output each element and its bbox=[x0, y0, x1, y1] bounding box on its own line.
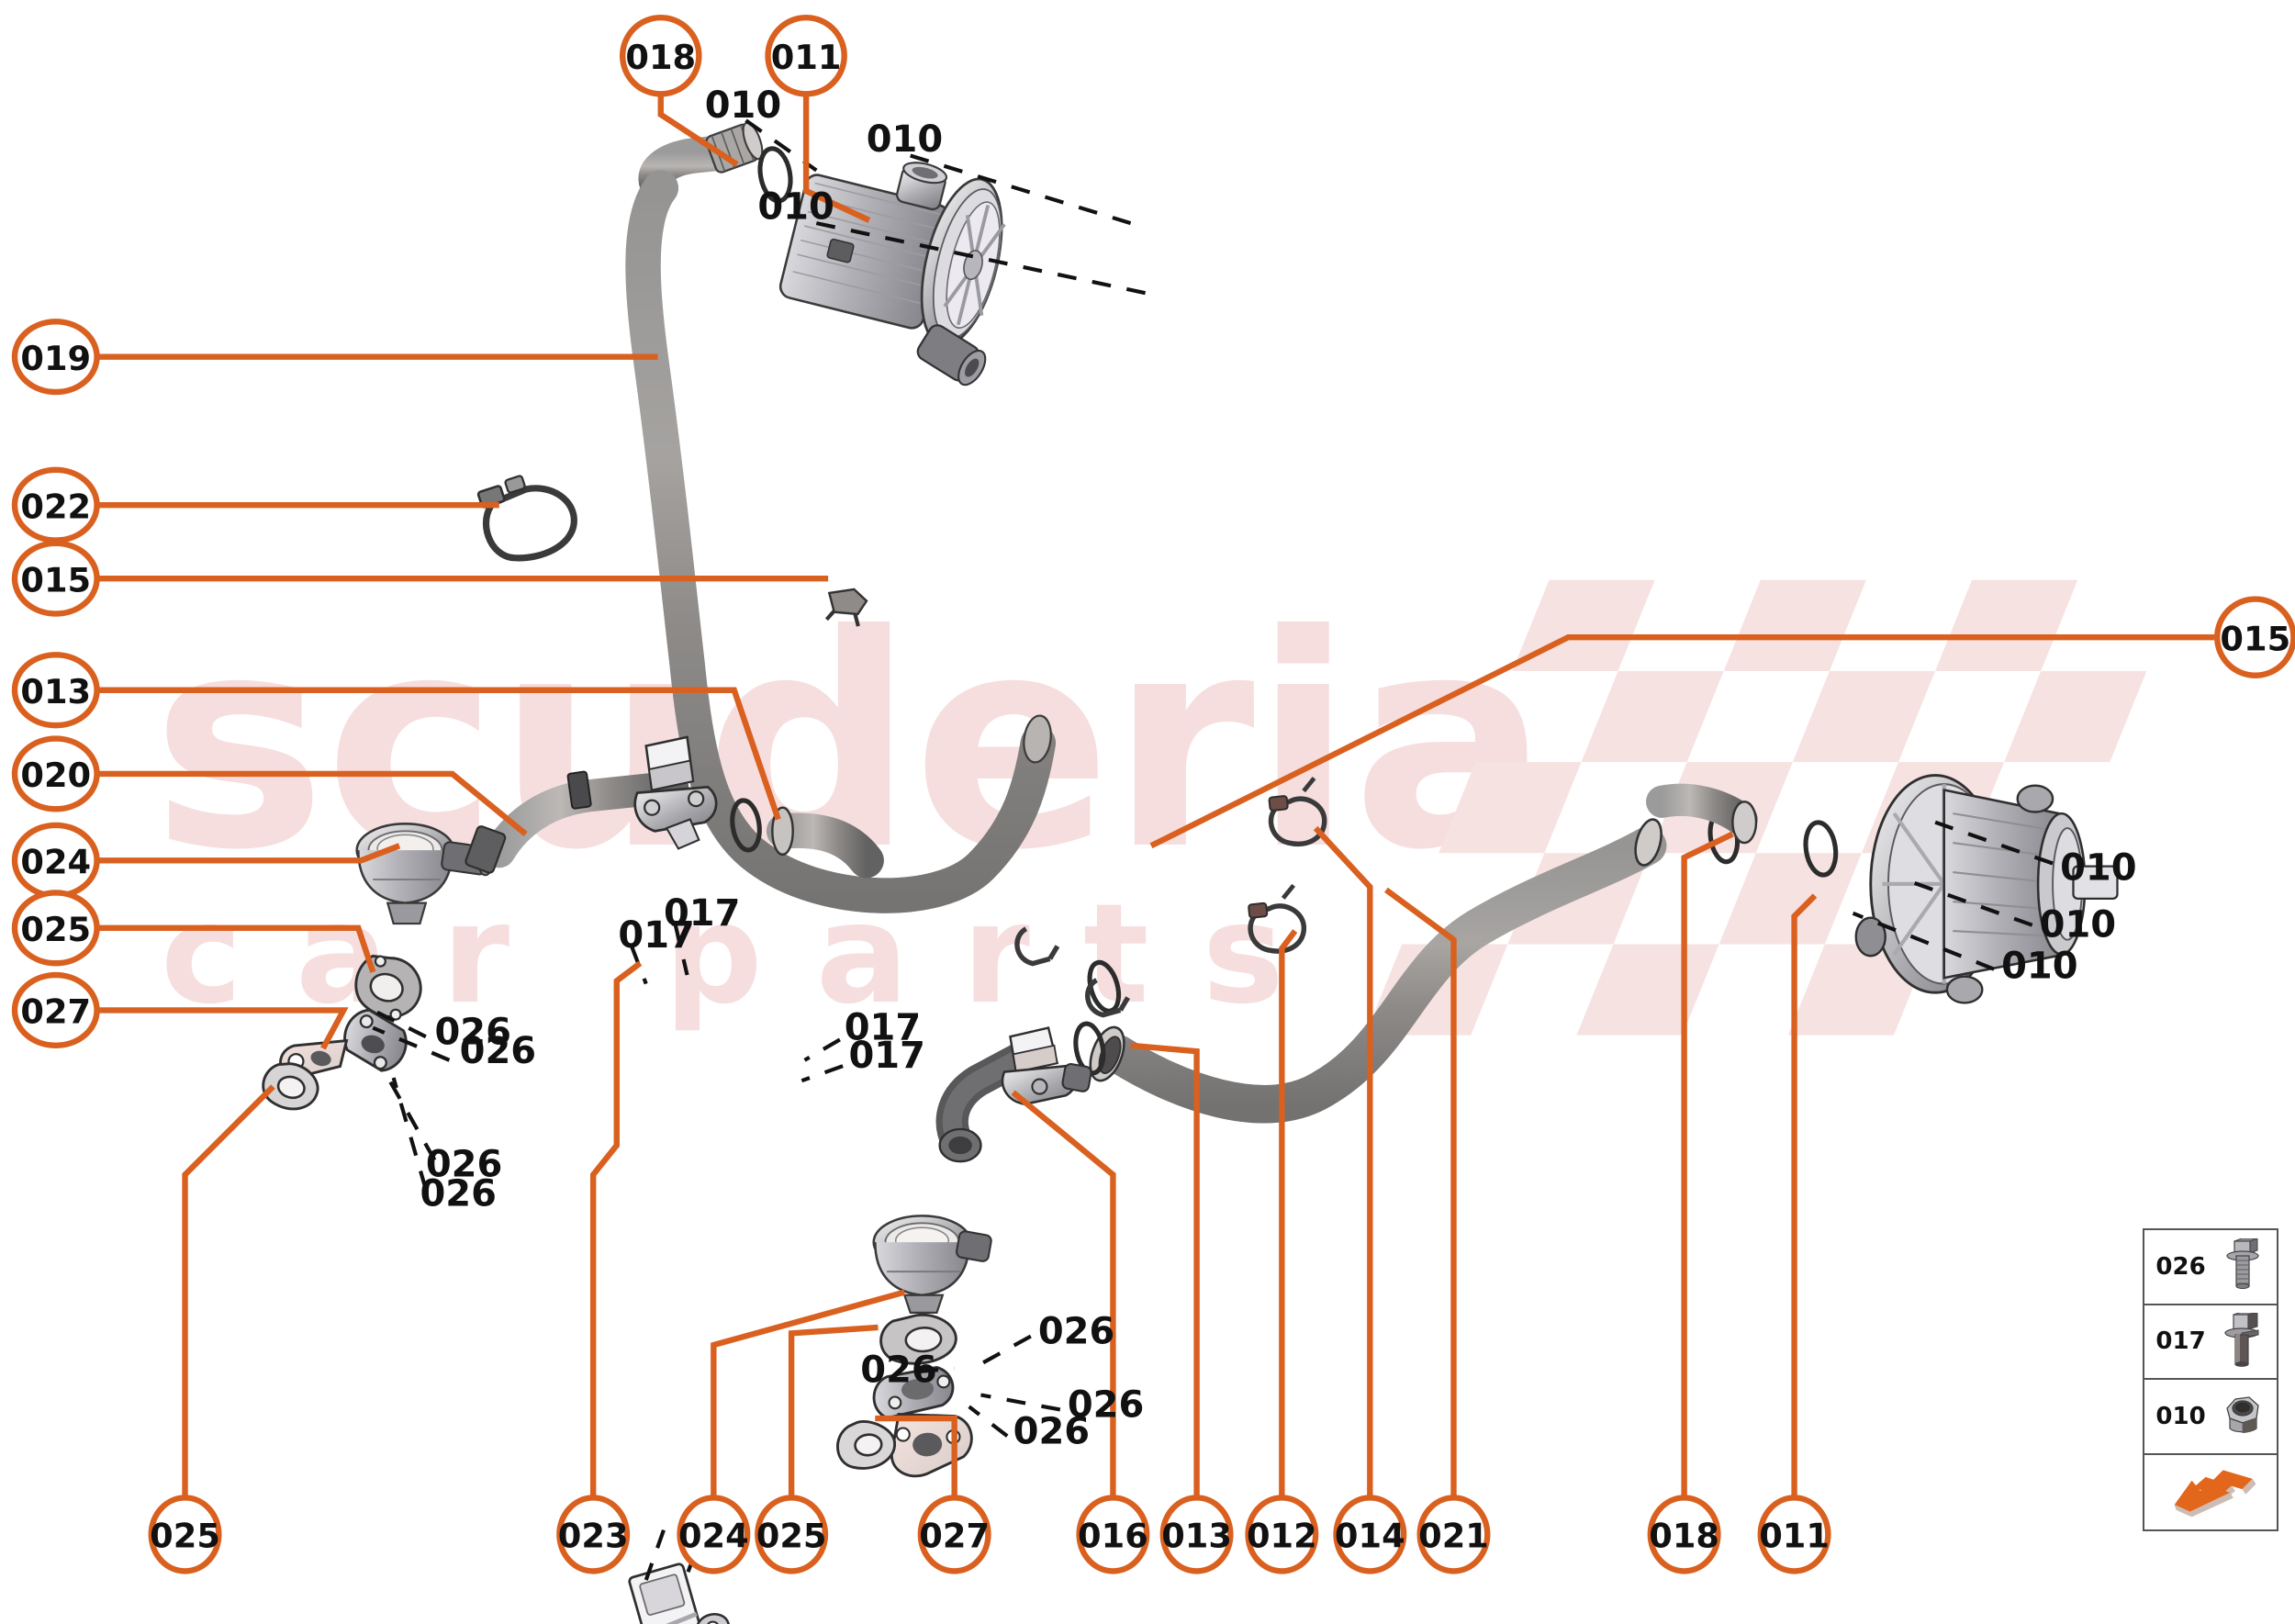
callout-018-top[interactable] bbox=[619, 14, 702, 97]
orange-leaders bbox=[96, 91, 2215, 1500]
racing-arrow-icon bbox=[2174, 1470, 2256, 1518]
callout-label-025-b1: 025 bbox=[150, 1517, 220, 1556]
part-bracket-023 bbox=[628, 1562, 731, 1624]
legend-box: 026 017 bbox=[2143, 1228, 2278, 1531]
hex-bolt-icon bbox=[2223, 1313, 2259, 1368]
callout-027-left[interactable] bbox=[11, 971, 100, 1049]
callout-label-024-left: 024 bbox=[20, 842, 91, 881]
callout-027-bottom[interactable] bbox=[917, 1495, 991, 1574]
callout-016-bottom[interactable] bbox=[1076, 1495, 1150, 1574]
callout-020[interactable] bbox=[11, 735, 100, 812]
callout-label-025-left: 025 bbox=[20, 910, 91, 949]
callout-label-013-b: 013 bbox=[1161, 1517, 1232, 1556]
label-010-d: 010 bbox=[2060, 846, 2136, 889]
callout-label-024-b: 024 bbox=[678, 1517, 749, 1556]
callout-023-bottom[interactable] bbox=[556, 1495, 631, 1574]
callout-label-011-top: 011 bbox=[771, 38, 842, 77]
callout-label-016-b: 016 bbox=[1078, 1517, 1148, 1556]
legend-label-026: 026 bbox=[2155, 1252, 2206, 1281]
callout-label-025-b2: 025 bbox=[756, 1517, 827, 1556]
callout-018-bottom[interactable] bbox=[1647, 1495, 1721, 1574]
callout-label-019: 019 bbox=[20, 339, 91, 378]
part-ring-clamp bbox=[757, 146, 793, 204]
part-hose-019 bbox=[625, 121, 1057, 913]
legend-label-017: 017 bbox=[2155, 1327, 2206, 1356]
label-010-b: 010 bbox=[867, 118, 943, 161]
callout-label-013-left: 013 bbox=[20, 672, 91, 711]
callout-011-bottom[interactable] bbox=[1757, 1495, 1831, 1574]
part-bottom-valve-assembly bbox=[836, 1026, 1092, 1478]
callout-label-021-b: 021 bbox=[1418, 1517, 1489, 1556]
label-026-d: 026 bbox=[420, 1172, 496, 1215]
callout-012-bottom[interactable] bbox=[1245, 1495, 1319, 1574]
callout-011-top[interactable] bbox=[765, 14, 847, 97]
part-clamp-015-right bbox=[1268, 777, 1327, 846]
part-clamp-012 bbox=[1248, 883, 1306, 954]
legend-row-026: 026 bbox=[2144, 1230, 2277, 1305]
label-026-h: 026 bbox=[1013, 1410, 1090, 1452]
callout-label-012-b: 012 bbox=[1247, 1517, 1317, 1556]
part-combi-valve-020 bbox=[465, 735, 884, 879]
label-017-a: 017 bbox=[618, 914, 694, 957]
label-026-g: 026 bbox=[1068, 1384, 1144, 1427]
callout-label-018-b: 018 bbox=[1649, 1517, 1719, 1556]
callout-label-015-right: 015 bbox=[2220, 619, 2290, 658]
callout-019[interactable] bbox=[11, 319, 100, 396]
callout-025-bottom-2[interactable] bbox=[755, 1495, 829, 1574]
flange-bolt-icon bbox=[2225, 1238, 2259, 1289]
part-clip-013-right bbox=[1014, 926, 1060, 967]
dashed-labels: 010 010 010 010 010 010 026 026 026 026 … bbox=[420, 84, 2136, 1452]
legend-row-arrow bbox=[2144, 1455, 2277, 1530]
callout-025-left[interactable] bbox=[11, 890, 100, 967]
callout-label-022: 022 bbox=[20, 487, 91, 526]
label-026-c: 026 bbox=[426, 1143, 502, 1185]
flange-nut-icon bbox=[2225, 1396, 2259, 1433]
callout-025-bottom-1[interactable] bbox=[148, 1495, 222, 1574]
label-017-c: 017 bbox=[845, 1007, 921, 1049]
part-clamp-022 bbox=[476, 475, 577, 562]
label-010-e: 010 bbox=[2040, 904, 2116, 946]
part-air-pump-right bbox=[1646, 774, 2119, 1004]
label-010-a: 010 bbox=[705, 84, 781, 127]
part-seal-ring-013 bbox=[730, 798, 762, 853]
label-010-f: 010 bbox=[2001, 945, 2077, 987]
callout-013-bottom[interactable] bbox=[1159, 1495, 1234, 1574]
callout-021-bottom[interactable] bbox=[1416, 1495, 1491, 1574]
callout-label-015-left: 015 bbox=[20, 560, 91, 599]
dashed-leaders bbox=[372, 118, 2054, 1581]
part-clip-014 bbox=[1085, 978, 1131, 1018]
part-air-pump-top bbox=[778, 162, 1006, 386]
legend-row-017: 017 bbox=[2144, 1305, 2277, 1380]
callout-bubbles bbox=[11, 14, 2295, 1574]
legend-label-010: 010 bbox=[2155, 1402, 2206, 1430]
part-clip-015-left bbox=[824, 588, 868, 627]
callout-label-023-b: 023 bbox=[558, 1517, 629, 1556]
callout-label-027-b: 027 bbox=[919, 1517, 990, 1556]
callout-label-014-b: 014 bbox=[1335, 1517, 1405, 1556]
label-026-a: 026 bbox=[434, 1011, 510, 1053]
callout-015-left[interactable] bbox=[11, 540, 100, 617]
label-026-e: 026 bbox=[1038, 1311, 1114, 1353]
label-017-b: 017 bbox=[664, 892, 740, 935]
label-017-d: 017 bbox=[849, 1035, 925, 1077]
callout-label-018-top: 018 bbox=[625, 38, 696, 77]
callout-024-bottom[interactable] bbox=[677, 1495, 751, 1574]
label-010-c: 010 bbox=[757, 186, 834, 229]
callout-013-left[interactable] bbox=[11, 652, 100, 729]
callout-label-027-left: 027 bbox=[20, 992, 91, 1032]
callout-label-020: 020 bbox=[20, 756, 91, 795]
callout-label-011-b: 011 bbox=[1759, 1517, 1830, 1556]
callout-015-right[interactable] bbox=[2214, 596, 2295, 678]
label-026-f: 026 bbox=[860, 1349, 936, 1391]
callout-014-bottom[interactable] bbox=[1333, 1495, 1407, 1574]
callout-labels: 019 022 015 013 020 024 025 027 018 011 … bbox=[20, 38, 2290, 1556]
legend-row-010: 010 bbox=[2144, 1380, 2277, 1455]
label-026-b: 026 bbox=[460, 1030, 536, 1072]
